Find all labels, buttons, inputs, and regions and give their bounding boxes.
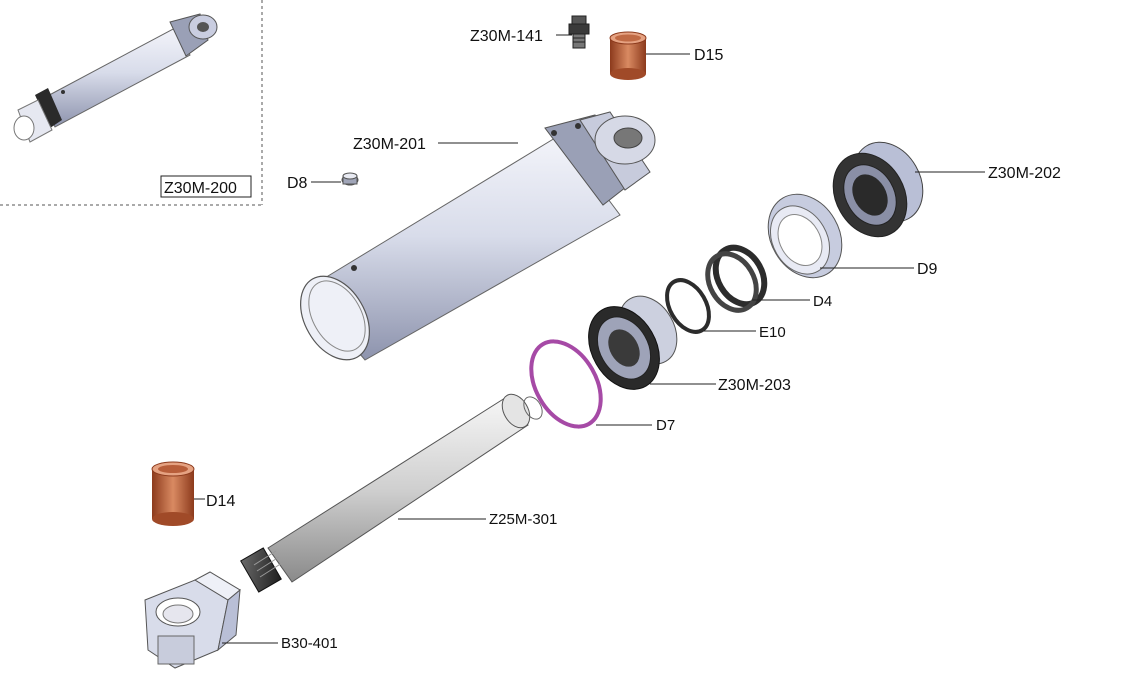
label-e10: E10 [759,324,786,341]
part-z30m-141 [568,15,590,49]
label-d7: D7 [656,417,675,434]
label-z30m-203: Z30M-203 [718,377,791,394]
part-z30m-201-barrel [300,111,656,361]
label-z25m-301: Z25M-301 [489,511,557,528]
label-d4: D4 [813,293,832,310]
label-z30m-141: Z30M-141 [470,28,543,45]
inset-label-box [160,175,252,198]
label-b30-401: B30-401 [281,635,338,652]
part-b30-401-clevis [144,571,241,669]
label-d8: D8 [287,175,308,192]
part-d15-bushing [609,31,647,80]
part-d9-ring [767,193,843,279]
label-z30m-201: Z30M-201 [353,136,426,153]
inset-box: Z30M-200 [0,0,263,206]
part-z30m-203-piston [588,295,678,390]
part-e10-ring [665,278,711,334]
label-d9: D9 [917,261,938,278]
part-z25m-301-rod [240,393,543,593]
label-d15: D15 [694,47,723,64]
part-d4-seals [705,244,768,313]
part-z30m-202-gland [832,141,924,238]
inset-label: Z30M-200 [164,180,237,197]
inset-cylinder-assembly [13,13,218,143]
part-d14-bushing [151,461,195,526]
label-z30m-202: Z30M-202 [988,165,1061,182]
label-d14: D14 [206,493,235,510]
part-d8-plug [341,172,359,186]
part-d7-o-ring [529,339,603,429]
